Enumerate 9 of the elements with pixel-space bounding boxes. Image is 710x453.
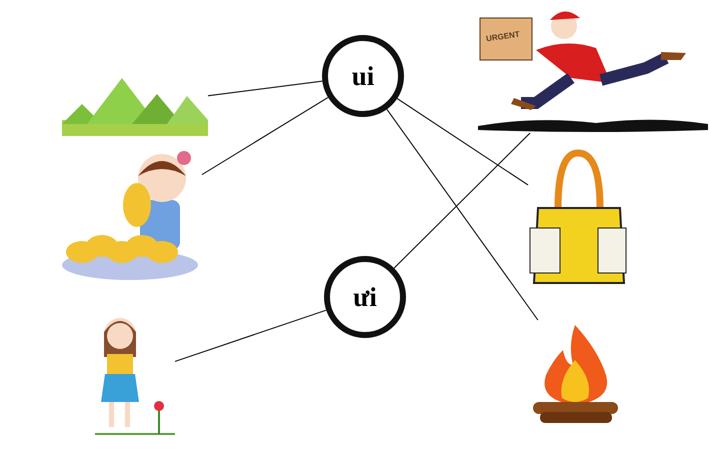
connector-line: [208, 80, 323, 96]
rhyme-text: ưi: [353, 282, 377, 312]
box-label: URGENT: [486, 30, 520, 44]
connector-line: [386, 108, 538, 320]
connector-line: [394, 132, 531, 269]
connector-line: [396, 98, 528, 186]
connector-line: [202, 96, 329, 176]
connector-line: [174, 310, 327, 362]
rhyme-text: ui: [352, 60, 374, 92]
